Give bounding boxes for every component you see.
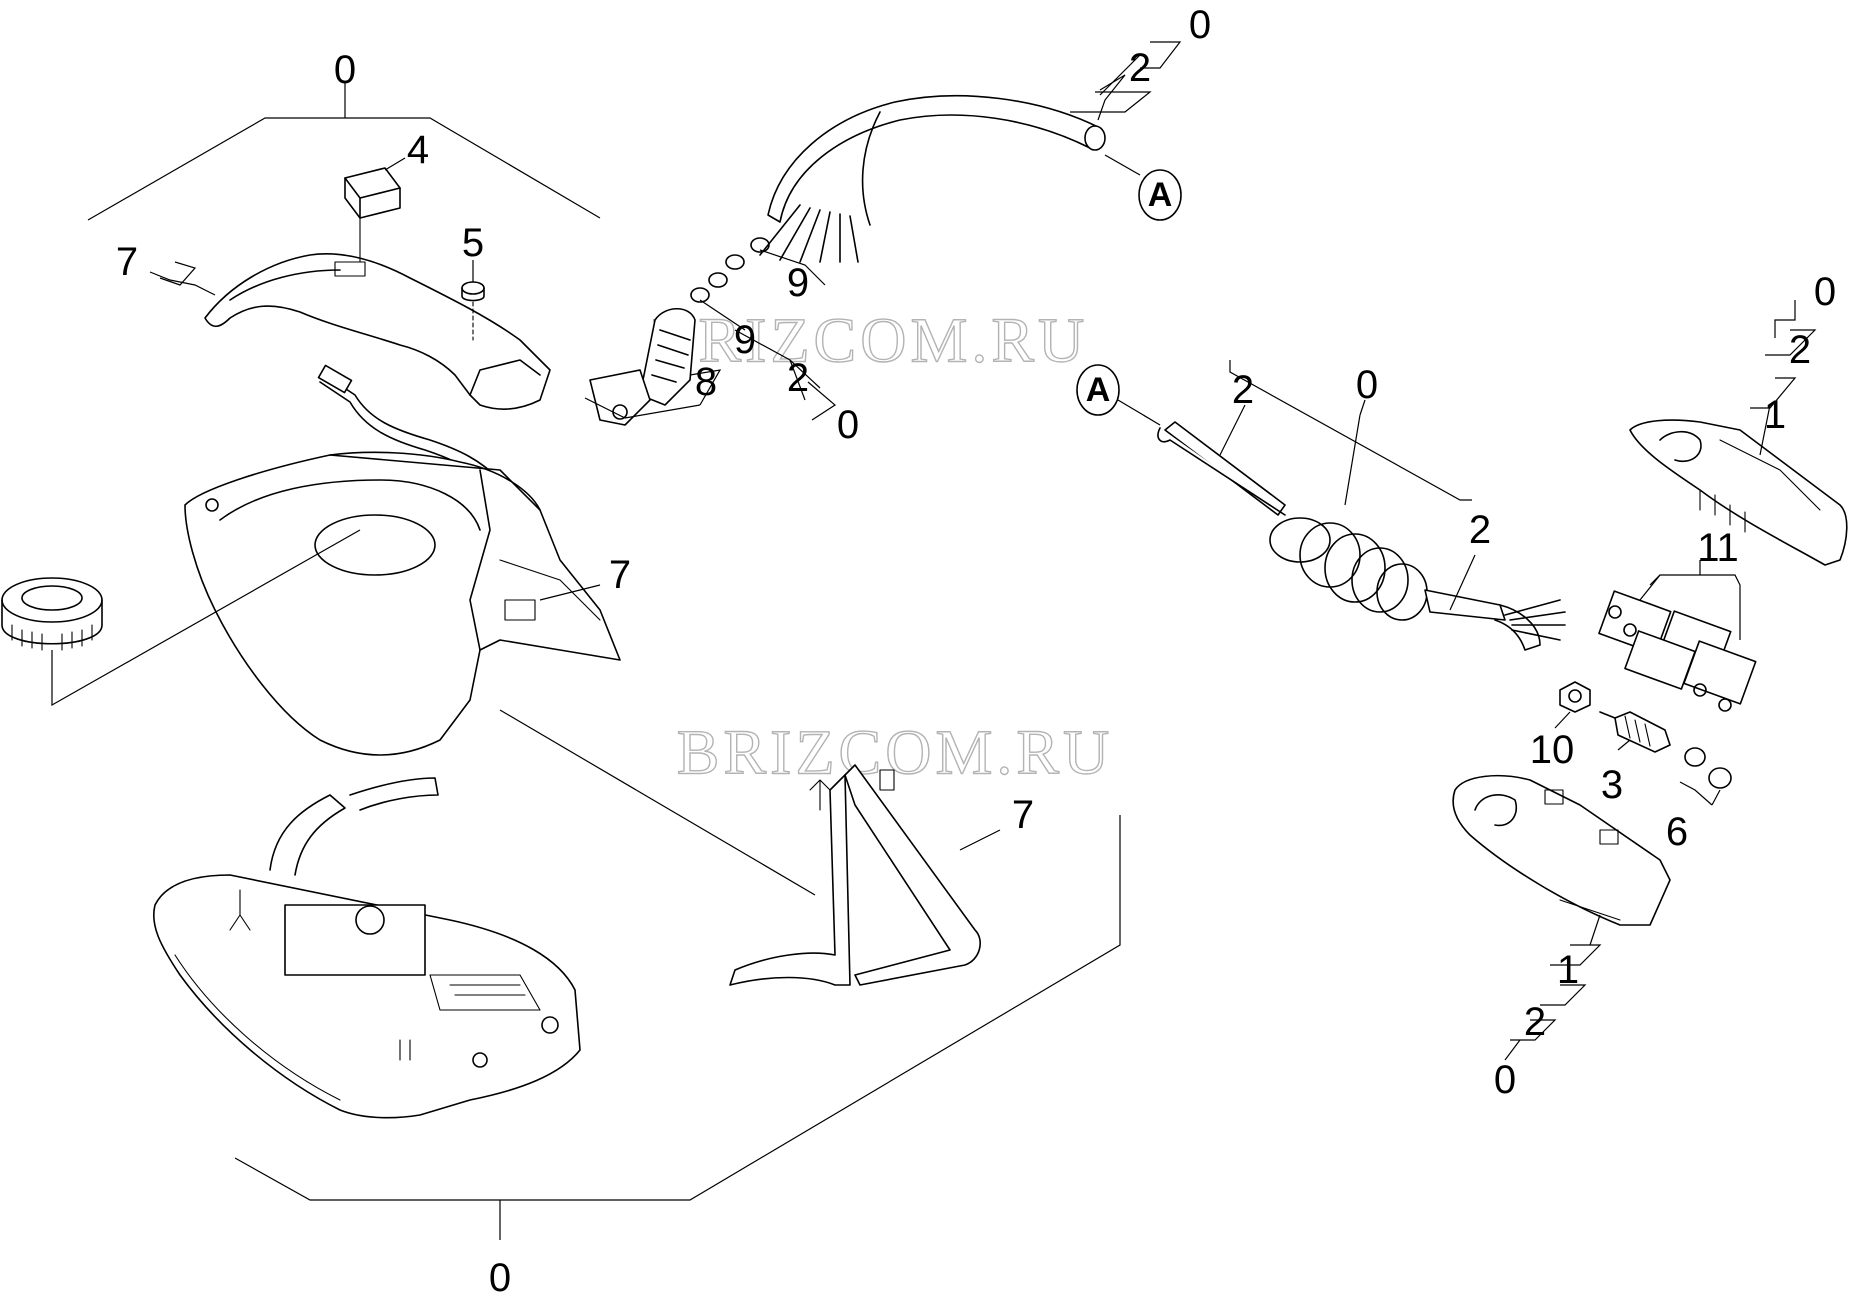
handle-part xyxy=(204,253,551,410)
callout-plug: 5 xyxy=(462,221,484,265)
marker-a-upper: A xyxy=(1138,169,1182,221)
callout-hose-kit-2: 2 xyxy=(1129,46,1151,90)
callout-cover-top-1: 1 xyxy=(1764,393,1786,437)
nut-part xyxy=(1559,681,1591,713)
callout-sleeve: 8 xyxy=(695,360,717,404)
callout-ring-lower: 9 xyxy=(734,318,756,362)
marker-a-middle-label: A xyxy=(1086,371,1111,409)
callout-ring-upper: 9 xyxy=(787,261,809,305)
callout-handle-assembly: 0 xyxy=(334,48,356,92)
callout-valve-kit-0: 0 xyxy=(837,403,859,447)
watermark-lower: BRIZCOM.RU xyxy=(677,717,1114,788)
callout-stand: 7 xyxy=(1012,793,1034,837)
switch-part xyxy=(344,167,401,263)
marker-a-middle: A xyxy=(1076,364,1120,416)
callout-handle-seal: 7 xyxy=(116,240,138,284)
callout-switch: 4 xyxy=(407,128,429,172)
knob-part xyxy=(1,577,103,651)
callout-hose-kit-0: 0 xyxy=(1189,3,1211,47)
hood-part xyxy=(184,451,621,756)
callout-cover-bottom-1: 1 xyxy=(1557,948,1579,992)
marker-a-upper-label: A xyxy=(1148,176,1173,214)
top-cover-part xyxy=(1629,419,1848,566)
callout-cover-bottom-0: 0 xyxy=(1494,1058,1516,1102)
base-part xyxy=(153,777,581,1119)
hose-upper-part xyxy=(759,95,1106,263)
sleeve-part xyxy=(589,307,696,426)
rings-part xyxy=(690,237,770,303)
watermark-upper: BRIZCOM.RU xyxy=(652,305,1089,376)
valve-part xyxy=(1599,711,1671,753)
bottom-cover-part xyxy=(1452,774,1671,926)
callout-o-rings: 6 xyxy=(1666,810,1688,854)
callout-cover-bottom-2: 2 xyxy=(1524,1000,1546,1044)
callout-valve: 3 xyxy=(1601,763,1623,807)
terminal-blocks-part xyxy=(1598,590,1757,712)
plug-part xyxy=(461,281,485,341)
leader-lines xyxy=(51,41,1817,1240)
o-rings-part xyxy=(1684,747,1732,789)
callouts: 0 4 7 5 8 9 9 2 0 2 0 7 7 0 0 2 2 0 2 1 … xyxy=(116,3,1836,1300)
callout-cover-top-0: 0 xyxy=(1814,270,1836,314)
callout-nut: 10 xyxy=(1530,728,1575,772)
callout-hose-group-2a: 2 xyxy=(1232,368,1254,412)
callout-valve-kit-2: 2 xyxy=(787,356,809,400)
callout-cover-top-2: 2 xyxy=(1789,328,1811,372)
callout-hose-group-2b: 2 xyxy=(1469,508,1491,552)
callout-hose-group-0: 0 xyxy=(1356,363,1378,407)
callout-hood-seal: 7 xyxy=(609,553,631,597)
callout-terminal: 11 xyxy=(1697,526,1739,570)
callout-iron-assembly: 0 xyxy=(489,1256,511,1300)
hose-group-part xyxy=(1157,421,1566,651)
stand-part xyxy=(729,764,981,986)
